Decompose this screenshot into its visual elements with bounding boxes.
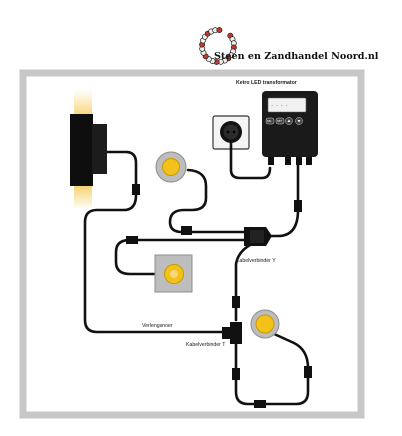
cable-spot-top	[168, 168, 248, 234]
wall-socket	[212, 115, 272, 180]
down-arrow-icon	[297, 120, 301, 123]
cable-y-to-t	[234, 243, 252, 322]
display-readout: - - - -	[271, 103, 288, 108]
cable-wall-lamp	[83, 150, 228, 334]
cables	[83, 150, 310, 406]
spot-lamp-top	[153, 149, 189, 185]
wall-lamp	[70, 90, 107, 210]
cable-plugs	[126, 184, 312, 408]
led-transformer: Ketro LED transformator - - - - SEL SET	[236, 80, 318, 165]
spot-lamp-square	[154, 254, 193, 293]
svg-text:SEL: SEL	[267, 119, 272, 123]
t-connector: Kabelverbinder T	[186, 322, 242, 348]
cable-t-loop	[234, 331, 310, 406]
up-arrow-icon	[287, 119, 291, 122]
t-connector-label: Kabelverbinder T	[186, 342, 226, 348]
transformer-label: Ketro LED transformator	[236, 80, 297, 86]
y-connector-label: Kabelverbinder Y	[236, 258, 276, 264]
transformer-buttons: SEL SET	[265, 117, 303, 125]
cable-transformer-to-y	[260, 161, 300, 238]
svg-text:SET: SET	[277, 119, 282, 123]
logo-ring-icon	[199, 27, 237, 65]
extension-cord-label: Verlengsnoer	[142, 323, 173, 329]
cable-spot-middle	[114, 238, 248, 276]
logo-stone	[216, 27, 223, 34]
y-connector: Kabelverbinder Y	[236, 227, 276, 264]
company-logo: Steen en Zandhandel Noord.nl	[199, 27, 379, 65]
logo-text: Steen en Zandhandel Noord.nl	[214, 51, 379, 62]
spot-lamp-bottom	[250, 309, 280, 339]
diagram-frame	[19, 69, 365, 419]
